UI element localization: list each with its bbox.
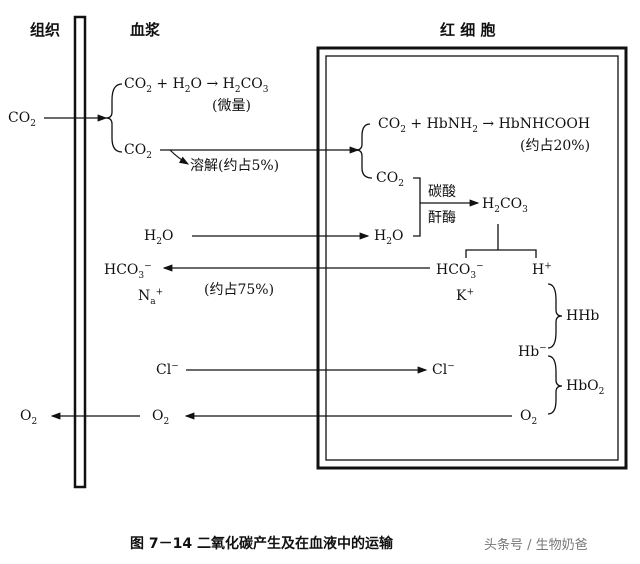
- label-cl-plasma: Cl−: [156, 361, 179, 378]
- label-hco3-rbc: HCO3−: [436, 261, 484, 281]
- label-co2-tissue: CO2: [8, 110, 36, 129]
- label-o2-plasma: O2: [152, 408, 170, 427]
- label-hb-minus: Hb−: [518, 343, 547, 360]
- label-h2co3: H2CO3: [482, 196, 528, 215]
- label-h2o-plasma: H2O: [144, 228, 174, 247]
- label-dissolve: 溶解(约占5%): [190, 158, 280, 174]
- label-trace: (微量): [212, 98, 251, 114]
- label-hplus: H+: [532, 261, 552, 278]
- label-pct75: (约占75%): [204, 282, 275, 298]
- figure-caption: 图 7－14 二氧化碳产生及在血液中的运输: [130, 536, 393, 552]
- header-rbc: 红 细 胞: [440, 21, 496, 39]
- label-h2o-rbc: H2O: [374, 228, 404, 247]
- header-tissue: 组织: [30, 21, 61, 39]
- arrow-dissolve: [169, 149, 190, 165]
- label-o2-rbc: O2: [520, 408, 538, 427]
- label-hhb: HHb: [566, 308, 600, 324]
- label-cl-rbc: Cl−: [432, 361, 455, 378]
- rbc-brace: [355, 123, 373, 179]
- label-o2-tissue: O2: [20, 408, 38, 427]
- label-enzyme-2: 酐酶: [428, 210, 456, 226]
- label-rbc-equation: CO2 + HbNH2 → HbNHCOOH: [378, 116, 591, 135]
- label-hbo2: HbO2: [566, 378, 605, 397]
- label-plasma-co2: CO2: [124, 142, 152, 161]
- label-plasma-equation: CO2 + H2O → H2CO3: [124, 76, 269, 95]
- h2co3-split: [465, 224, 537, 258]
- label-k: K+: [456, 287, 475, 304]
- label-pct20: (约占20%): [520, 138, 591, 154]
- label-enzyme-1: 碳酸: [428, 184, 456, 200]
- label-rbc-co2: CO2: [376, 170, 404, 189]
- capillary-wall: [73, 15, 87, 489]
- header-plasma: 血浆: [130, 21, 161, 39]
- label-hco3-plasma: HCO3−: [104, 261, 152, 281]
- label-na: Na+: [138, 287, 164, 307]
- watermark: 头条号 / 生物奶爸: [484, 538, 588, 553]
- rbc-box: [316, 46, 628, 470]
- plasma-brace: [105, 83, 123, 153]
